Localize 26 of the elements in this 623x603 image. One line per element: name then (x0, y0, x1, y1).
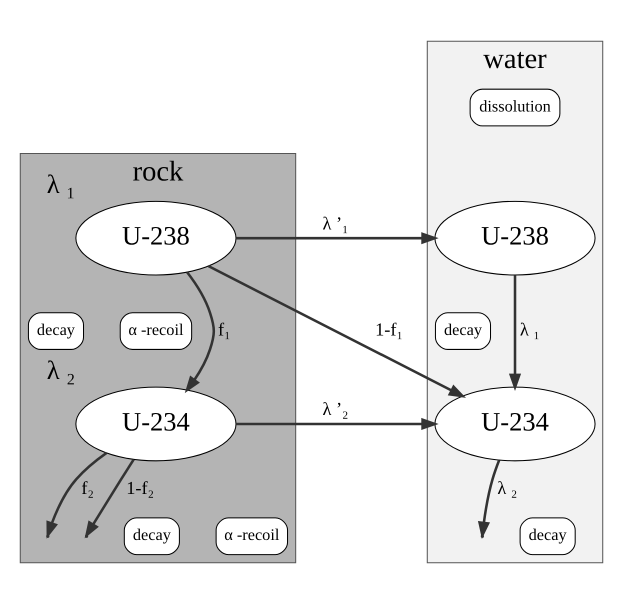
node-box: decay (28, 312, 84, 350)
arrow (184, 270, 216, 393)
edge-label: f₂ (81, 477, 94, 498)
node-ellipse: U-238 (434, 200, 596, 276)
node-ellipse: U-234 (75, 386, 236, 461)
arrow (236, 232, 439, 244)
node-label: λ ₂ (46, 354, 76, 384)
edge-label: 1-f₂ (126, 477, 154, 498)
edge-label: λ ₂ (497, 477, 518, 498)
node-ellipse: U-238 (75, 200, 236, 276)
node-box: decay (520, 516, 576, 555)
node-box: decay (434, 312, 492, 350)
node-box: α -recoil (216, 516, 288, 555)
edge-label: λ ₁ (520, 319, 540, 340)
edge-label: λ ’₂ (322, 398, 348, 419)
node-box: α -recoil (120, 312, 192, 350)
edge-label: λ ’₁ (322, 212, 348, 233)
node-box: dissolution (470, 88, 560, 126)
arrow (236, 417, 439, 430)
edge-label: 1-f₁ (375, 319, 403, 340)
arrow (508, 274, 522, 391)
node-ellipse: U-234 (434, 386, 596, 461)
edge-label: f₁ (218, 319, 231, 340)
arrow (208, 264, 466, 398)
node-label: λ ₁ (46, 168, 76, 199)
node-box: decay (124, 516, 180, 555)
